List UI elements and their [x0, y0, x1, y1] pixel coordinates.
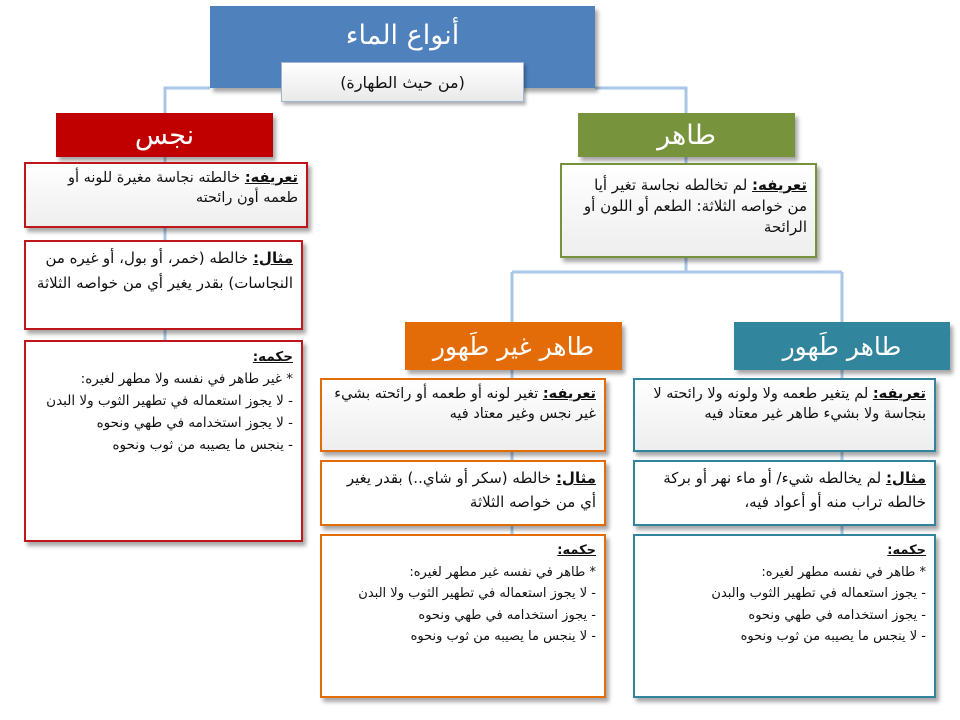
- tahir-tahur-ruling-card: حكمه: * طاهر في نفسه مطهر لغيره: - يجوز …: [633, 534, 936, 698]
- najis-def-label: تعريفه:: [244, 170, 298, 186]
- connector-tahir-split: [510, 258, 844, 322]
- najis-definition-card: تعريفه: خالطته نجاسة مغيرة للونه أو طعمه…: [24, 162, 308, 228]
- page-title: أنواع الماء: [345, 20, 460, 51]
- tahir-ghayr-tahur-hukm-line: - لا يجوز استعماله في تطهير الثوب ولا ال…: [358, 586, 596, 601]
- tahir-def-label: تعريفه:: [752, 176, 807, 194]
- najis-hukm-line: * غير طاهر في نفسه ولا مطهر لغيره:: [80, 371, 293, 387]
- tahir-ghayr-tahur-hukm-label: حكمه:: [557, 543, 596, 558]
- tahir-def-text: لم تخالطه نجاسة تغير أيا من خواصه الثلاث…: [583, 176, 807, 236]
- najis-hukm-label: حكمه:: [252, 349, 293, 365]
- tahir-tahur-hukm-line: * طاهر في نفسه مطهر لغيره:: [761, 564, 926, 580]
- tahir-ghayr-tahur-ruling-card: حكمه: * طاهر في نفسه غير مطهر لغيره: - ل…: [320, 534, 606, 698]
- najis-header: نجس: [56, 113, 273, 157]
- tahir-ghayr-tahur-example-card: مثال: خالطه (سكر أو شاي..) بقدر يغير أي …: [320, 460, 606, 526]
- tahir-tahur-hukm-label: حكمه:: [887, 543, 926, 558]
- tahir-tahur-def-label: تعريفه:: [872, 386, 926, 402]
- tahir-header-label: طاهر: [657, 119, 716, 151]
- connector-title-najis: [163, 86, 210, 113]
- najis-example-card: مثال: خالطه (خمر، أو بول، أو غيره من الن…: [24, 240, 303, 330]
- najis-header-label: نجس: [134, 119, 195, 151]
- tahir-ghayr-tahur-def-text: تغير لونه أو طعمه أو رائحته بشيء غير نجس…: [334, 386, 596, 422]
- tahir-tahur-header: طاهر طَهور: [734, 322, 950, 370]
- tahir-tahur-def-text: لم يتغير طعمه ولا ولونه ولا رائحته لا بن…: [653, 386, 926, 422]
- najis-hukm-line: - لا يجوز استخدامه في طهي ونحوه: [96, 415, 293, 431]
- subtitle-box: (من حيث الطهارة): [281, 62, 524, 102]
- tahir-header: طاهر: [578, 113, 795, 157]
- tahir-tahur-header-label: طاهر طَهور: [782, 331, 902, 361]
- tahir-ghayr-tahur-hukm-line: * طاهر في نفسه غير مطهر لغيره:: [409, 564, 596, 580]
- najis-hukm-line: - ينجس ما يصيبه من ثوب ونحوه: [112, 437, 293, 453]
- page-subtitle: (من حيث الطهارة): [340, 72, 465, 92]
- tahir-ghayr-tahur-definition-card: تعريفه: تغير لونه أو طعمه أو رائحته بشيء…: [320, 378, 606, 452]
- tahir-tahur-hukm-line: - يجوز استعماله في تطهير الثوب والبدن: [711, 586, 926, 601]
- tahir-tahur-definition-card: تعريفه: لم يتغير طعمه ولا ولونه ولا رائح…: [633, 378, 936, 452]
- tahir-ghayr-tahur-ex-label: مثال:: [555, 469, 596, 487]
- tahir-tahur-hukm-line: - يجوز استخدامه في طهي ونحوه: [748, 607, 926, 623]
- tahir-tahur-ex-label: مثال:: [885, 469, 926, 487]
- najis-def-text: خالطته نجاسة مغيرة للونه أو طعمه أون رائ…: [67, 170, 298, 206]
- tahir-definition-card: تعريفه: لم تخالطه نجاسة تغير أيا من خواص…: [560, 163, 817, 258]
- tahir-ghayr-tahur-def-label: تعريفه:: [542, 386, 596, 402]
- tahir-ghayr-tahur-hukm-line: - يجوز استخدامه في طهي ونحوه: [418, 607, 596, 623]
- najis-hukm-line: - لا يجوز استعماله في تطهير الثوب ولا ال…: [46, 393, 293, 409]
- tahir-ghayr-tahur-header: طاهر غير طَهور: [405, 322, 622, 370]
- tahir-ghayr-tahur-header-label: طاهر غير طَهور: [432, 331, 595, 361]
- title-box: أنواع الماء: [210, 6, 595, 88]
- tahir-tahur-example-card: مثال: لم يخالطه شيء/ أو ماء نهر أو بركة …: [633, 460, 936, 526]
- najis-ex-text: خالطه (خمر، أو بول، أو غيره من النجاسات)…: [36, 249, 293, 292]
- tahir-tahur-ex-text: لم يخالطه شيء/ أو ماء نهر أو بركة خالطه …: [663, 469, 926, 511]
- connector-title-tahir: [595, 86, 688, 113]
- tahir-tahur-hukm-line: - لا ينجس ما يصيبه من ثوب ونحوه: [740, 629, 926, 644]
- tahir-ghayr-tahur-hukm-line: - لا ينجس ما يصيبه من ثوب ونحوه: [410, 629, 596, 644]
- najis-ex-label: مثال:: [252, 249, 293, 267]
- najis-ruling-card: حكمه: * غير طاهر في نفسه ولا مطهر لغيره:…: [24, 340, 303, 542]
- tahir-ghayr-tahur-ex-text: خالطه (سكر أو شاي..) بقدر يغير أي من خوا…: [346, 469, 596, 511]
